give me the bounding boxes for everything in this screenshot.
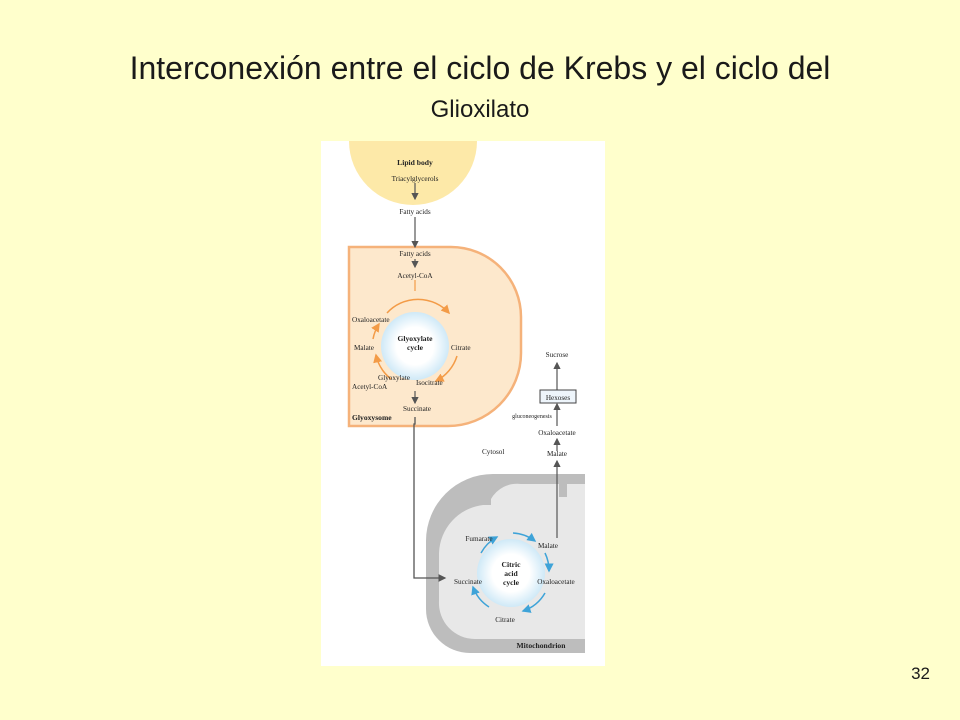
label-oxaloacetate-cytosol: Oxaloacetate <box>538 429 576 437</box>
label-glyoxylate-cycle-1: Glyoxylate <box>397 334 433 343</box>
label-isocitrate: Isocitrate <box>416 379 443 387</box>
label-acetyl-coa-1: Acetyl-CoA <box>397 272 433 280</box>
diagram-canvas: Lipid body Triacylglycerols Fatty acids … <box>321 141 605 666</box>
label-citrate-glyoxysome: Citrate <box>451 344 471 352</box>
label-citric-acid-cycle-3: cycle <box>503 578 520 587</box>
label-fatty-acids-lipid: Fatty acids <box>399 208 431 216</box>
arrow-succinate-to-mitochondrion <box>413 417 447 582</box>
label-oxaloacetate-mitochondrion: Oxaloacetate <box>537 578 575 586</box>
label-glyoxylate-cycle-2: cycle <box>407 343 424 352</box>
label-fumarate: Fumarate <box>465 535 492 543</box>
label-glyoxysome: Glyoxysome <box>352 413 392 422</box>
glyox-arrow-malate-to-oaa <box>371 322 380 340</box>
label-cytosol: Cytosol <box>482 448 504 456</box>
citric-acid-cycle-center <box>477 539 545 607</box>
citric-arrow-fumarate-to-malate <box>512 532 537 542</box>
label-malate-cytosol: Malate <box>547 450 567 458</box>
citric-arrow-malate-to-oaa <box>544 552 554 573</box>
slide-title-line1: Interconexión entre el ciclo de Krebs y … <box>129 50 831 86</box>
citric-arrow-oaa-to-citrate <box>521 592 546 613</box>
label-triacylglycerols: Triacylglycerols <box>392 175 439 183</box>
page-number: 32 <box>911 664 930 683</box>
label-citric-acid-cycle-1: Citric <box>502 560 522 569</box>
label-citric-acid-cycle-2: acid <box>504 569 518 578</box>
label-oxaloacetate-glyoxysome: Oxaloacetate <box>352 316 390 324</box>
glyox-arrow-oaa-to-citrate <box>386 298 451 315</box>
label-mitochondrion: Mitochondrion <box>517 641 567 650</box>
label-succinate-mitochondrion: Succinate <box>454 578 482 586</box>
label-hexoses: Hexoses <box>546 394 571 402</box>
label-succinate-glyoxysome: Succinate <box>403 405 431 413</box>
label-lipid-body: Lipid body <box>397 158 433 167</box>
citric-arrow-citrate-to-succinate <box>471 585 490 608</box>
label-gluconeogenesis: gluconeogenesis <box>512 414 552 420</box>
label-acetyl-coa-2: Acetyl-CoA <box>352 383 388 391</box>
label-sucrose: Sucrose <box>546 351 569 359</box>
metabolism-diagram: Lipid body Triacylglycerols Fatty acids … <box>321 141 605 666</box>
label-malate-glyoxysome: Malate <box>354 344 374 352</box>
label-malate-mitochondrion: Malate <box>538 542 558 550</box>
citric-arrow-succinate-to-fumarate <box>480 536 499 554</box>
glyox-arrow-glyoxylate-to-malate <box>373 353 392 380</box>
label-fatty-acids-glyoxysome: Fatty acids <box>399 250 431 258</box>
label-glyoxylate: Glyoxylate <box>378 374 410 382</box>
glyoxylate-cycle-center <box>381 312 449 380</box>
slide-title-line2: Glioxilato <box>430 96 530 123</box>
label-citrate-mitochondrion: Citrate <box>495 616 515 624</box>
glyox-arrow-citrate-to-isocitrate <box>434 355 458 382</box>
hexoses-box <box>539 389 577 404</box>
lipid-body-shape <box>349 141 477 205</box>
